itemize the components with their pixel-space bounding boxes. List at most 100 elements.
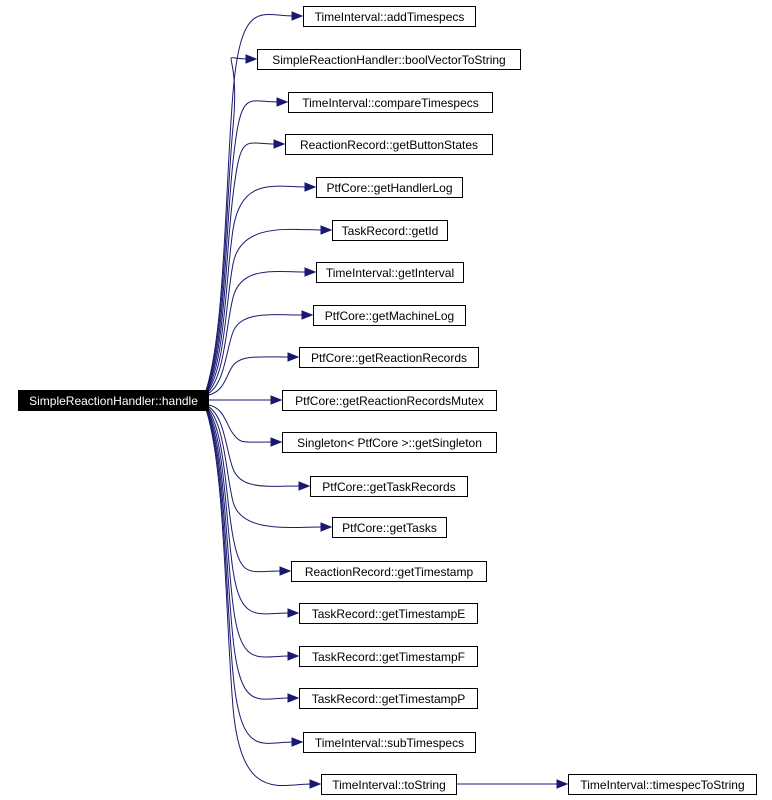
edge-simplereactionhandler-handle-to-timeinterval-subtimespecs — [203, 403, 304, 747]
arrowhead — [270, 395, 283, 405]
edge-simplereactionhandler-handle-to-timeinterval-comparetimespecs — [203, 97, 289, 397]
node-taskrecord-gettimestampe[interactable]: TaskRecord::getTimestampE — [299, 603, 478, 624]
arrowhead — [298, 481, 311, 491]
node-box — [285, 134, 493, 155]
arrowhead — [291, 11, 304, 21]
node-box — [310, 476, 468, 497]
node-reactionrecord-getbuttonstates[interactable]: ReactionRecord::getButtonStates — [285, 134, 493, 155]
arrowhead — [270, 437, 283, 447]
edge-simplereactionhandler-handle-to-timeinterval-addtimespecs — [203, 11, 304, 397]
node-label: TimeInterval::getInterval — [326, 266, 454, 280]
arrowhead — [320, 522, 333, 532]
node-label: PtfCore::getTaskRecords — [322, 480, 455, 494]
node-box — [299, 688, 478, 709]
arrowhead — [304, 182, 317, 192]
node-box — [303, 6, 476, 27]
node-box — [282, 390, 497, 411]
edge-simplereactionhandler-handle-to-taskrecord-getid — [203, 225, 333, 397]
node-ptfcore-getmachinelog[interactable]: PtfCore::getMachineLog — [313, 305, 466, 326]
node-label: TaskRecord::getTimestampP — [312, 692, 466, 706]
arrowhead — [304, 267, 317, 277]
node-label: SimpleReactionHandler::boolVectorToStrin… — [272, 53, 505, 67]
edge-simplereactionhandler-handle-to-singleton-ptfcore-getsingleton — [203, 403, 283, 447]
node-box — [568, 774, 757, 795]
node-label: PtfCore::getMachineLog — [325, 309, 454, 323]
edge-simplereactionhandler-handle-to-ptfcore-gettasks — [203, 403, 333, 532]
node-label: TimeInterval::toString — [332, 778, 446, 792]
node-label: TaskRecord::getTimestampE — [312, 607, 466, 621]
edge-simplereactionhandler-handle-to-timeinterval-getinterval — [203, 267, 317, 397]
nodes-layer: TimeInterval::addTimespecsSimpleReaction… — [18, 6, 757, 795]
arrowhead — [279, 566, 292, 576]
edge-timeinterval-tostring-to-timeinterval-timespectostring — [456, 779, 569, 789]
edge-simplereactionhandler-handle-to-reactionrecord-getbuttonstates — [203, 139, 286, 397]
node-timeinterval-timespectostring[interactable]: TimeInterval::timespecToString — [568, 774, 757, 795]
node-label: TaskRecord::getTimestampF — [312, 650, 465, 664]
node-label: TaskRecord::getId — [342, 224, 439, 238]
node-timeinterval-addtimespecs[interactable]: TimeInterval::addTimespecs — [303, 6, 476, 27]
arrowhead — [320, 225, 333, 235]
arrowhead — [287, 651, 300, 661]
edge-simplereactionhandler-handle-to-ptfcore-getmachinelog — [203, 310, 314, 397]
node-label: Singleton< PtfCore >::getSingleton — [297, 436, 482, 450]
arrowhead — [276, 97, 289, 107]
edge-simplereactionhandler-handle-to-ptfcore-getreactionrecords — [203, 352, 300, 397]
node-ptfcore-gethandlerlog[interactable]: PtfCore::getHandlerLog — [316, 177, 463, 198]
node-box — [303, 732, 476, 753]
arrowhead — [287, 693, 300, 703]
node-timeinterval-comparetimespecs[interactable]: TimeInterval::compareTimespecs — [288, 92, 493, 113]
node-box — [321, 774, 457, 795]
node-box — [257, 49, 521, 70]
node-ptfcore-getreactionrecordsmutex[interactable]: PtfCore::getReactionRecordsMutex — [282, 390, 497, 411]
node-box — [288, 92, 493, 113]
arrowhead — [287, 608, 300, 618]
node-label: SimpleReactionHandler::handle — [29, 394, 198, 408]
node-box — [316, 262, 464, 283]
arrowhead — [287, 352, 300, 362]
arrowhead — [245, 54, 258, 64]
node-box — [299, 646, 478, 667]
node-label: TimeInterval::subTimespecs — [315, 736, 464, 750]
arrowhead — [301, 310, 314, 320]
node-label: PtfCore::getTasks — [342, 521, 437, 535]
edge-simplereactionhandler-handle-to-taskrecord-gettimestampe — [203, 403, 300, 618]
node-label: ReactionRecord::getTimestamp — [305, 565, 474, 579]
edge-simplereactionhandler-handle-to-taskrecord-gettimestampp — [203, 403, 300, 703]
node-box — [332, 220, 448, 241]
node-taskrecord-gettimestampf[interactable]: TaskRecord::getTimestampF — [299, 646, 478, 667]
node-label: PtfCore::getReactionRecords — [311, 351, 467, 365]
node-ptfcore-getreactionrecords[interactable]: PtfCore::getReactionRecords — [299, 347, 479, 368]
arrowhead — [273, 139, 286, 149]
node-label: ReactionRecord::getButtonStates — [300, 138, 478, 152]
edge-simplereactionhandler-handle-to-simplereactionhandler-boolvectortostring — [203, 54, 258, 397]
node-reactionrecord-gettimestamp[interactable]: ReactionRecord::getTimestamp — [291, 561, 487, 582]
node-ptfcore-gettasks[interactable]: PtfCore::getTasks — [332, 517, 447, 538]
node-simplereactionhandler-boolvectortostring[interactable]: SimpleReactionHandler::boolVectorToStrin… — [257, 49, 521, 70]
node-label: TimeInterval::timespecToString — [580, 778, 744, 792]
node-timeinterval-getinterval[interactable]: TimeInterval::getInterval — [316, 262, 464, 283]
edge-simplereactionhandler-handle-to-reactionrecord-gettimestamp — [203, 403, 292, 576]
node-timeinterval-tostring[interactable]: TimeInterval::toString — [321, 774, 457, 795]
edge-simplereactionhandler-handle-to-ptfcore-gettaskrecords — [203, 403, 311, 491]
node-singleton-ptfcore-getsingleton[interactable]: Singleton< PtfCore >::getSingleton — [282, 432, 497, 453]
node-box — [299, 603, 478, 624]
edge-simplereactionhandler-handle-to-timeinterval-tostring — [203, 403, 322, 789]
edge-simplereactionhandler-handle-to-taskrecord-gettimestampf — [203, 403, 300, 661]
node-box — [282, 432, 497, 453]
node-box — [299, 347, 479, 368]
node-taskrecord-getid[interactable]: TaskRecord::getId — [332, 220, 448, 241]
edges-layer — [203, 11, 569, 789]
node-label: PtfCore::getHandlerLog — [326, 181, 452, 195]
node-ptfcore-gettaskrecords[interactable]: PtfCore::getTaskRecords — [310, 476, 468, 497]
node-timeinterval-subtimespecs[interactable]: TimeInterval::subTimespecs — [303, 732, 476, 753]
node-box — [291, 561, 487, 582]
node-taskrecord-gettimestampp[interactable]: TaskRecord::getTimestampP — [299, 688, 478, 709]
edge-simplereactionhandler-handle-to-ptfcore-getreactionrecordsmutex — [208, 395, 283, 405]
edge-simplereactionhandler-handle-to-ptfcore-gethandlerlog — [203, 182, 317, 397]
root-node[interactable]: SimpleReactionHandler::handle — [18, 390, 209, 411]
node-box — [18, 390, 209, 411]
arrowhead — [556, 779, 569, 789]
node-label: TimeInterval::compareTimespecs — [302, 96, 479, 110]
